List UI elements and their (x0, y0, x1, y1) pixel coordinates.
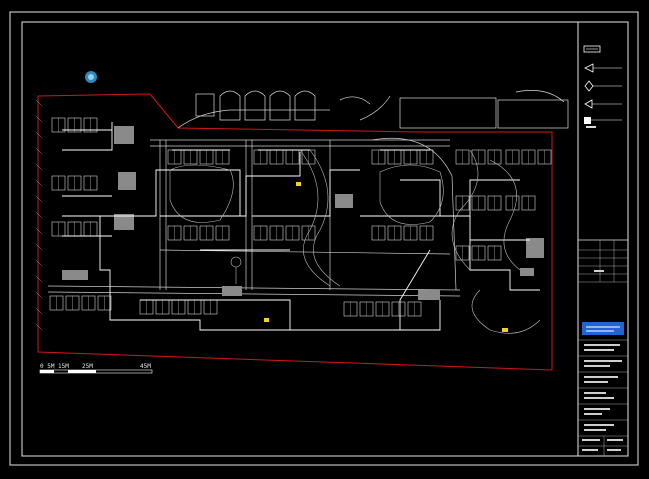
outer-frame (9, 11, 639, 466)
top-buildings (195, 90, 569, 129)
electrical-wiring (62, 122, 540, 331)
inner-frame (21, 21, 629, 457)
title-block (577, 22, 628, 456)
scale-label-1: 15M (58, 363, 69, 370)
grey-service-blocks (62, 126, 544, 300)
diamond-symbol-icon (584, 80, 622, 92)
residential-blocks (49, 117, 552, 317)
scale-bar: 0 5M 15M 25M 45M (39, 363, 153, 374)
site-boundary (37, 93, 553, 371)
triangle-small-symbol-icon (584, 99, 622, 109)
scale-label-0: 0 5M (40, 363, 55, 370)
scale-label-3: 45M (140, 363, 151, 370)
road-network (47, 95, 461, 297)
landscape-paths (169, 149, 541, 334)
title-block-logo-band (582, 322, 624, 335)
legend (583, 45, 622, 128)
boundary-hatch (35, 99, 43, 331)
triangle-symbol-icon (584, 63, 622, 73)
rectangle-symbol-icon (583, 45, 601, 53)
scale-label-2: 25M (82, 363, 93, 370)
highlight-markers (264, 182, 508, 332)
square-tag-symbol-icon (584, 117, 622, 128)
north-arrow-icon (85, 71, 97, 83)
